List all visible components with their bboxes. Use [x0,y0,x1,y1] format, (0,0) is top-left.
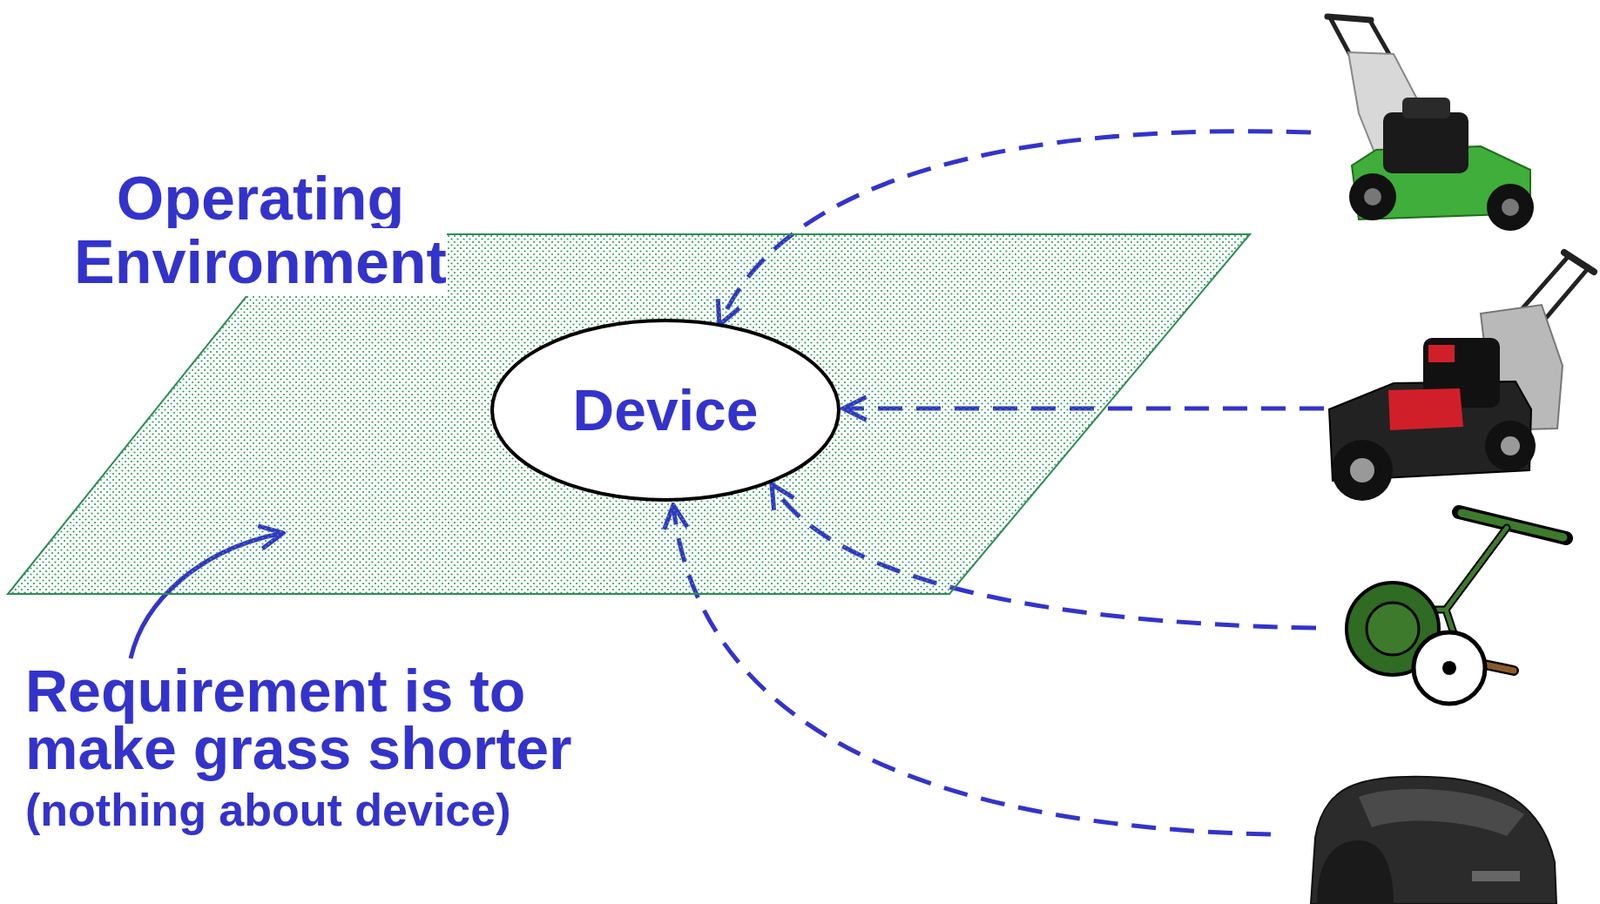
environment-heading: Operating Environment [64,167,457,295]
device-outline [492,320,839,500]
robot-mower [1310,776,1557,904]
requirement-subnote-box: (nothing about device) [25,783,653,837]
requirement-subnote: (nothing about device) [25,783,653,837]
red-mower [1329,252,1594,501]
green-mower [1327,16,1534,231]
requirement-note: Requirement is to make grass shorter [25,661,592,777]
region-label: Operating Environment [74,164,447,297]
environment-region: Operating EnvironmentDevice [7,167,1250,595]
device-ellipse: Device [490,318,841,502]
node-label: Device [573,377,759,444]
requirement-note-box: Requirement is to make grass shorter [25,661,592,777]
reel-mower [1346,512,1567,704]
